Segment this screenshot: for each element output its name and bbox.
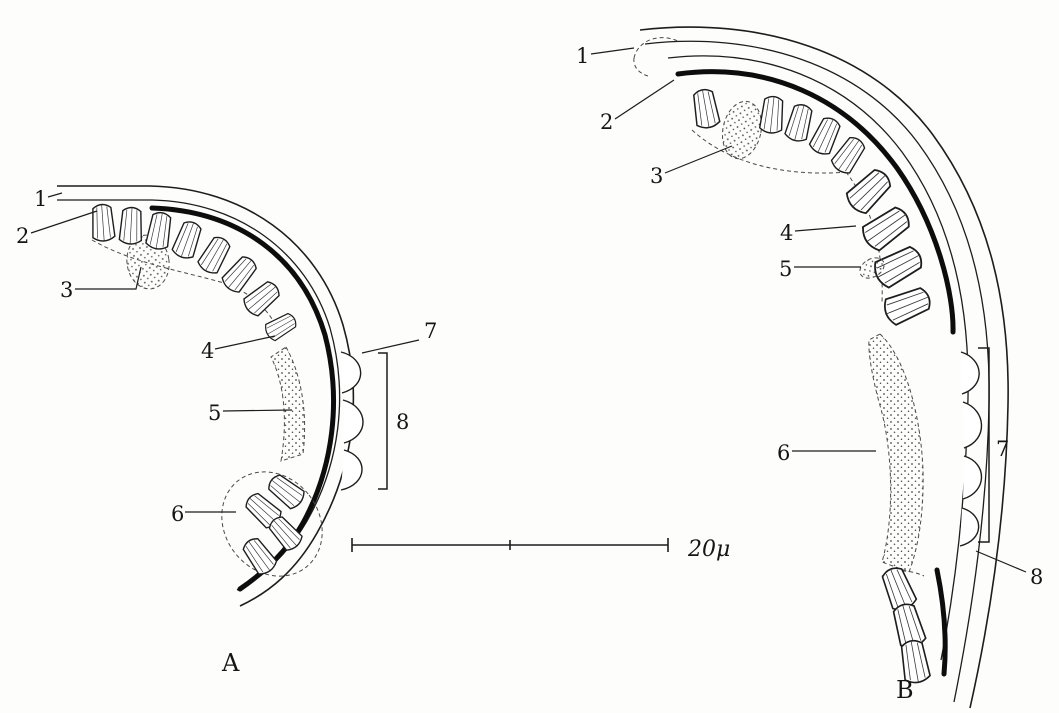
label-3: 3	[60, 278, 73, 302]
label-2: 2	[600, 110, 613, 134]
scale-bar-label: 20μ	[687, 537, 730, 562]
leader-line	[214, 335, 276, 350]
label-4: 4	[780, 221, 793, 245]
surface-bump	[340, 449, 363, 491]
label-4: 4	[201, 339, 214, 363]
stipple-band	[868, 333, 924, 573]
cell	[195, 232, 234, 277]
leader-line	[47, 192, 63, 198]
cell	[880, 283, 935, 328]
figure-a: 1 2 3 4 5 6 7 8 A	[16, 185, 437, 677]
thick-cuticle-line	[934, 567, 948, 677]
leader-line	[794, 225, 857, 232]
inner-cuticle-line	[667, 55, 969, 661]
surface-bump	[342, 399, 364, 444]
cut-edge-dashed	[633, 37, 681, 59]
cell-group-outline	[221, 471, 323, 577]
label-1: 1	[34, 187, 47, 211]
figure-a-caption: A	[221, 649, 240, 677]
stipple-cell	[859, 257, 885, 279]
figure-b: 1 2 3 4 5 6 7 8 B	[576, 26, 1043, 709]
cut-edge-dashed	[633, 57, 649, 77]
label-5: 5	[779, 257, 792, 281]
label-2: 2	[16, 224, 29, 248]
outer-cuticle-line	[644, 40, 990, 703]
surface-bump	[959, 507, 980, 547]
stipple-region	[721, 100, 763, 160]
cell	[807, 113, 844, 158]
cell	[144, 210, 174, 252]
leader-line	[664, 145, 733, 174]
surface-bump	[962, 455, 983, 500]
leader-line	[975, 550, 1027, 573]
outer-cuticle-line	[639, 26, 1009, 709]
label-8: 8	[1030, 565, 1043, 589]
label-7: 7	[424, 319, 437, 343]
label-7: 7	[996, 437, 1009, 461]
leader-line	[614, 79, 675, 120]
scale-bar: 20μ	[351, 537, 730, 562]
cell-boundary-dashed	[691, 129, 847, 174]
label-6: 6	[777, 441, 790, 465]
stipple-band	[270, 346, 306, 462]
cell	[170, 218, 205, 262]
cell	[238, 534, 280, 578]
label-1: 1	[576, 44, 589, 68]
cell	[89, 203, 116, 243]
label-3: 3	[650, 164, 663, 188]
cell	[218, 252, 261, 296]
surface-bump	[960, 351, 980, 395]
surface-bump	[340, 351, 362, 394]
leader-line	[222, 409, 293, 412]
cell	[842, 164, 896, 218]
label-5: 5	[208, 401, 221, 425]
cell	[240, 277, 284, 320]
cell	[118, 206, 144, 246]
cell-boundary-dashed	[91, 239, 280, 332]
label-8: 8	[396, 410, 409, 434]
label-6: 6	[171, 502, 184, 526]
cell	[783, 101, 816, 144]
leader-line	[361, 339, 420, 354]
leader-line	[30, 210, 98, 234]
leader-line	[75, 266, 142, 290]
cell	[758, 94, 786, 135]
surface-bump	[962, 401, 983, 449]
bracket	[378, 352, 388, 490]
leader-line	[590, 47, 635, 55]
bracket	[978, 347, 990, 543]
cell	[690, 87, 722, 131]
figure-b-caption: B	[896, 676, 914, 704]
outer-cuticle-line	[57, 185, 355, 607]
thick-cuticle-line	[675, 69, 956, 335]
